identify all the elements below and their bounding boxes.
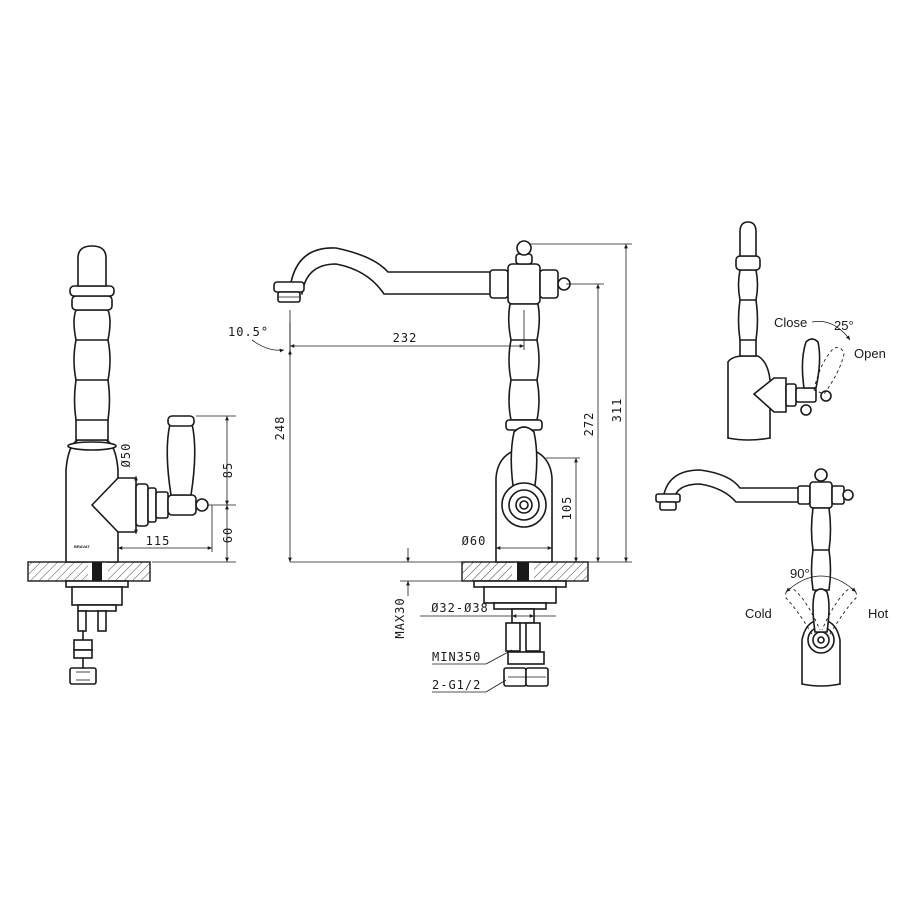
- lever-operation-view: Close 25° Open: [727, 221, 886, 441]
- label-lever-angle: 25°: [834, 318, 854, 333]
- dim-272: 272: [582, 412, 596, 437]
- dim-d60-base: Ø60: [462, 534, 487, 548]
- dim-min350: MIN350: [432, 650, 481, 664]
- lever-center: [812, 588, 830, 633]
- mount-shank-left: [92, 562, 102, 582]
- label-rotate-angle: 90°: [790, 566, 810, 581]
- dim-85: 85: [221, 462, 235, 478]
- dim-thread: 2-G1/2: [432, 678, 481, 692]
- spout-side: [77, 245, 107, 287]
- dim-d50: Ø50: [119, 443, 133, 468]
- label-hot: Hot: [868, 606, 889, 621]
- dim-115: 115: [146, 534, 171, 548]
- dim-311: 311: [610, 398, 624, 423]
- spout-front: [289, 247, 501, 289]
- lever-handle-side: [166, 417, 196, 496]
- lever-open-ghost: [813, 347, 845, 395]
- lever-handle-front: [510, 426, 538, 499]
- dim-232: 232: [393, 331, 418, 345]
- dim-angle-spout: 10.5°: [228, 325, 269, 339]
- side-view: BRAVAT 85 60 115 Ø50: [27, 245, 236, 685]
- dim-248: 248: [273, 416, 287, 441]
- label-close: Close: [774, 315, 807, 330]
- front-view: 232 10.5° 248 272 311 105 Ø60 MAX30: [228, 240, 632, 693]
- dim-max30: MAX30: [393, 597, 407, 638]
- mount-shank-center: [517, 562, 529, 582]
- dim-hole: Ø32-Ø38: [431, 601, 489, 615]
- dim-60-side: 60: [221, 527, 235, 543]
- label-cold: Cold: [745, 606, 772, 621]
- lever-closed: [801, 338, 821, 389]
- rotation-view: 90° Cold Hot: [655, 468, 889, 687]
- label-open: Open: [854, 346, 886, 361]
- brand-label: BRAVAT: [74, 544, 90, 549]
- dim-105: 105: [560, 496, 574, 521]
